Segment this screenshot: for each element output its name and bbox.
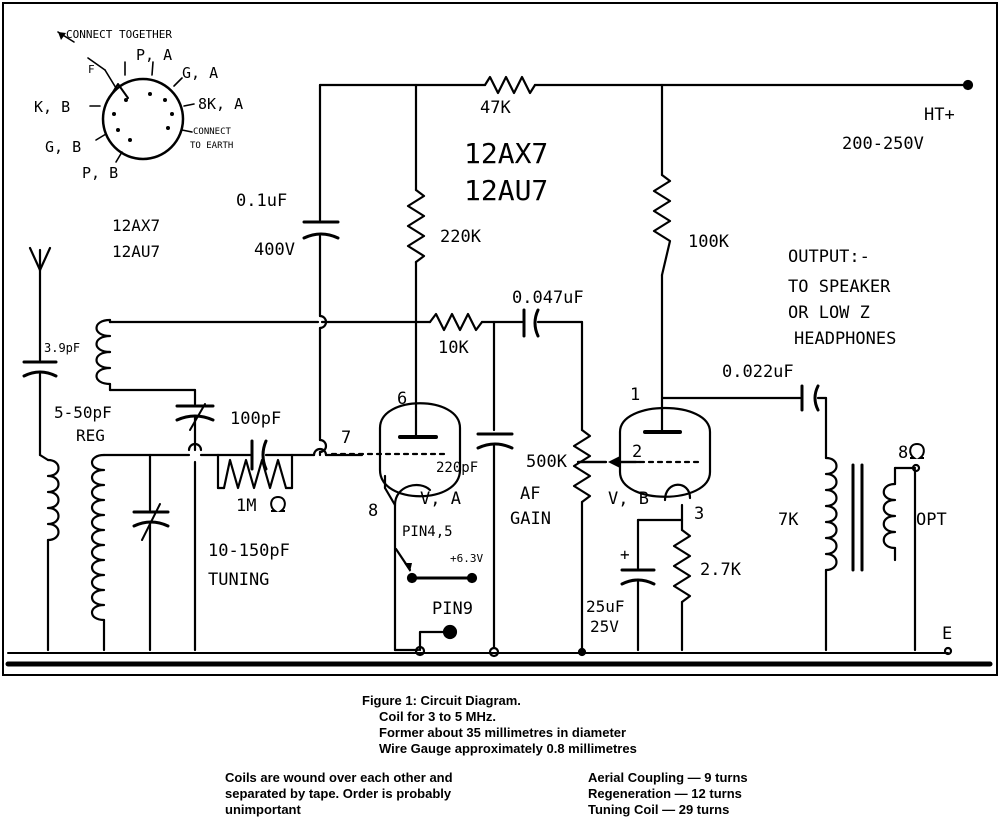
label-7k: 7K <box>778 510 799 530</box>
pinout-to-earth: TO EARTH <box>190 141 233 151</box>
triode-b-envelope <box>618 407 712 498</box>
resistor-2-7k <box>672 528 692 604</box>
center-valve-12au7: 12AU7 <box>464 174 548 207</box>
resistor-220k <box>406 188 426 264</box>
label-5-50pf: 5-50pF <box>54 403 112 422</box>
potentiometer-500k <box>572 428 592 504</box>
valve-type-12ax7: 12AX7 <box>112 216 160 235</box>
label-tuning: TUNING <box>208 570 269 590</box>
label-0-022uf: 0.022uF <box>722 362 794 382</box>
pinout-ka: 8K, A <box>198 95 243 113</box>
aerial-coupling-coil <box>46 458 60 542</box>
ohm-symbol-1m <box>270 495 286 512</box>
pinout-f: F <box>88 63 95 76</box>
label-opt: OPT <box>916 510 947 530</box>
label-gain: GAIN <box>510 509 551 529</box>
pinout-pb: P, B <box>82 164 118 182</box>
label-6-3v: +6.3V <box>450 552 483 565</box>
label-3-9pf: 3.9pF <box>44 341 80 355</box>
triode-a-envelope <box>378 402 462 498</box>
diagram-border <box>2 2 998 676</box>
pin-1: 1 <box>630 385 640 405</box>
label-220pf: 220pF <box>436 460 478 476</box>
pin9-dot <box>442 624 458 640</box>
caption-note-line3: unimportant <box>225 802 301 817</box>
caption-regeneration-turns: Regeneration — 12 turns <box>588 786 742 801</box>
pinout-kb: K, B <box>34 98 70 116</box>
pinout-ga: G, A <box>182 64 218 82</box>
label-reg: REG <box>76 426 105 445</box>
label-va: V, A <box>420 489 461 509</box>
resistor-10k <box>428 312 484 332</box>
ohm-symbol-8 <box>909 442 925 459</box>
regeneration-coil <box>95 318 112 354</box>
transformer-secondary <box>882 482 897 550</box>
resistor-100k <box>652 173 672 277</box>
label-0-1uf: 0.1uF <box>236 191 287 211</box>
tuning-coil <box>90 453 106 622</box>
label-ht-voltage: 200-250V <box>842 134 924 154</box>
pin-8: 8 <box>368 501 378 521</box>
label-25v: 25V <box>590 617 619 636</box>
caption-wire-gauge: Wire Gauge approximately 0.8 millimetres <box>379 741 637 756</box>
caption-note-line2: separated by tape. Order is probably <box>225 786 452 801</box>
pinout-connect-to: CONNECT <box>193 127 232 137</box>
label-ht-plus: HT+ <box>924 105 955 125</box>
pin-7: 7 <box>341 428 351 448</box>
pinout-dots <box>112 92 174 142</box>
pin-3: 3 <box>694 504 704 524</box>
label-vb: V, B <box>608 489 649 509</box>
label-400v: 400V <box>254 240 295 260</box>
label-low-z: OR LOW Z <box>788 303 870 323</box>
caption-note-line1: Coils are wound over each other and <box>225 770 453 785</box>
label-output: OUTPUT:- <box>788 247 870 267</box>
label-pin9: PIN9 <box>432 599 473 619</box>
pinout-connect-together: CONNECT TOGETHER <box>66 28 172 41</box>
label-plus: + <box>620 545 630 564</box>
label-0-047uf: 0.047uF <box>512 288 584 308</box>
pin-2: 2 <box>632 442 642 462</box>
caption-coil: Coil for 3 to 5 MHz. <box>379 709 496 724</box>
caption-former: Former about 35 millimetres in diameter <box>379 725 627 740</box>
label-100pf: 100pF <box>230 409 281 429</box>
label-earth: E <box>942 624 952 644</box>
label-headphones: HEADPHONES <box>794 329 896 349</box>
label-pin45: PIN4,5 <box>402 524 453 540</box>
label-47k: 47K <box>480 98 511 118</box>
label-100k: 100K <box>688 232 730 252</box>
valve-pinout-base <box>101 77 185 161</box>
label-2-7k: 2.7K <box>700 560 742 580</box>
label-220k: 220K <box>440 227 482 247</box>
label-8-ohm: 8 <box>898 443 908 463</box>
label-to-speaker: TO SPEAKER <box>788 277 891 297</box>
label-10k: 10K <box>438 338 469 358</box>
center-valve-12ax7: 12AX7 <box>464 137 548 170</box>
caption-aerial-turns: Aerial Coupling — 9 turns <box>588 770 748 785</box>
label-25uf: 25uF <box>586 597 625 616</box>
label-af: AF <box>520 484 540 504</box>
transformer-primary-7k <box>824 456 838 572</box>
resistor-47k <box>483 75 537 95</box>
caption-title: Figure 1: Circuit Diagram. <box>362 693 521 708</box>
label-1m: 1M <box>236 496 256 516</box>
pinout-pa: P, A <box>136 46 172 64</box>
pinout-gb: G, B <box>45 138 81 156</box>
resistor-1m <box>222 458 288 490</box>
valve-type-12au7: 12AU7 <box>112 242 160 261</box>
caption-tuning-turns: Tuning Coil — 29 turns <box>588 802 730 817</box>
label-10-150pf: 10-150pF <box>208 541 290 561</box>
label-500k: 500K <box>526 452 568 472</box>
pin-6: 6 <box>397 389 407 409</box>
